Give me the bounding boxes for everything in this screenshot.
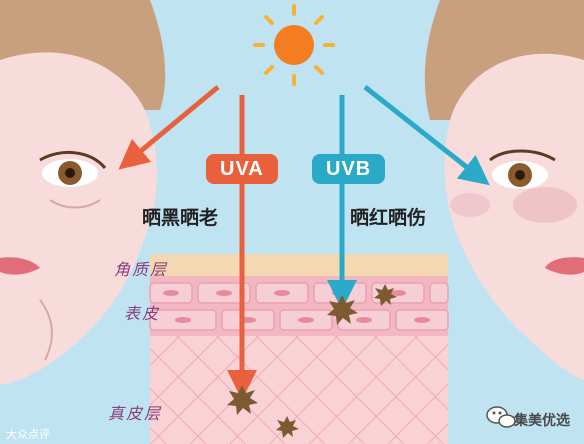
- wechat-icon: [486, 406, 516, 428]
- uva-label: UVA: [206, 154, 278, 184]
- uvb-effect-label: 晒红晒伤: [350, 207, 427, 229]
- watermark-right: 集美优选: [514, 413, 570, 429]
- dermis-layer: [150, 336, 448, 444]
- epidermis-label: 表皮: [124, 304, 161, 323]
- watermark-left: 大众点评: [6, 428, 50, 441]
- uva-rays: [118, 85, 257, 400]
- uvb-rays: [327, 85, 490, 310]
- uvb-label: UVB: [312, 154, 386, 184]
- damage-burst-icon: [227, 284, 397, 438]
- stratum-corneum-layer: [150, 254, 448, 276]
- uva-effect-label: 晒黑晒老: [142, 207, 219, 229]
- sun-icon: [253, 4, 335, 86]
- stratum-corneum-label: 角质层: [114, 260, 169, 279]
- uva-arrow-to-face: [118, 85, 220, 170]
- uvb-arrow-to-face: [363, 85, 490, 186]
- skin-cross-section: [149, 254, 449, 444]
- epidermis-nuclei: [163, 290, 430, 323]
- dermis-label: 真皮层: [108, 404, 163, 423]
- left-face: [0, 0, 166, 385]
- right-face: [424, 0, 584, 380]
